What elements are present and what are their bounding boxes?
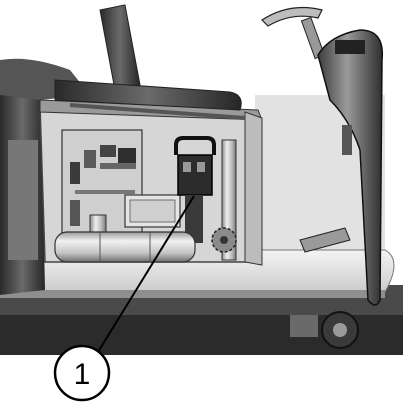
- foot-pedal: [299, 227, 351, 253]
- deck-edge: [0, 290, 385, 298]
- callout-circle: [53, 344, 111, 402]
- panel-connector: [70, 200, 80, 226]
- side-switch: [342, 125, 352, 155]
- steering-wheel: [261, 6, 323, 27]
- seat-frame: [99, 4, 141, 91]
- connector-slot-2: [197, 162, 205, 172]
- relay-3: [100, 145, 116, 157]
- terminal-strip: [100, 163, 136, 169]
- water-tank: [54, 231, 196, 263]
- column-display: [335, 40, 365, 54]
- lower-wheel-hub: [333, 323, 347, 337]
- connector-cable: [185, 195, 203, 243]
- battery-connector: [177, 154, 213, 196]
- connector-handle: [174, 136, 216, 155]
- gear-hub: [220, 236, 228, 244]
- callout-label: 1: [74, 358, 91, 391]
- relay-1: [70, 162, 80, 184]
- lower-bracket: [290, 315, 318, 337]
- callout-leader-line: [97, 195, 195, 353]
- relay-2: [84, 150, 96, 168]
- fuse-block: [118, 148, 136, 164]
- compartment-right-wall: [244, 111, 263, 266]
- charger-face: [129, 199, 176, 223]
- seat-cushion: [54, 79, 242, 111]
- left-side-panel: [8, 140, 38, 260]
- panel-bar: [75, 190, 135, 194]
- connector-slot-1: [183, 162, 191, 172]
- seat-rail: [69, 103, 246, 120]
